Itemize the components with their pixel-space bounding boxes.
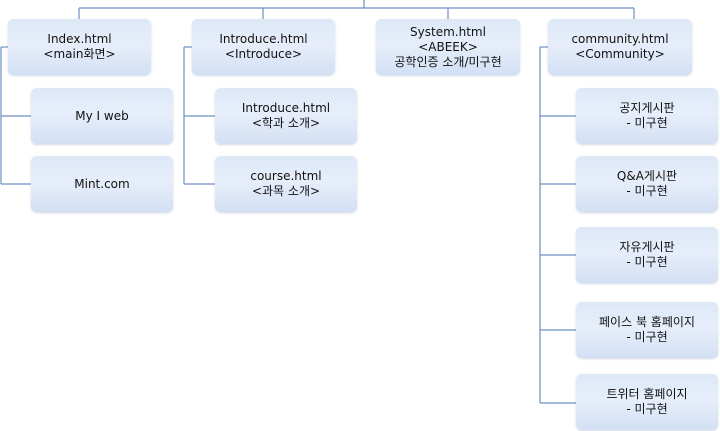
node-twitter-title: 트위터 홈페이지 <box>606 387 688 401</box>
node-qna: Q&A게시판 - 미구현 <box>576 156 718 212</box>
node-free: 자유게시판 - 미구현 <box>576 227 718 283</box>
node-intro-sub: Introduce.html <학과 소개> <box>215 88 357 144</box>
node-facebook-title: 페이스 북 홈페이지 <box>599 315 695 329</box>
node-notice-subtitle: - 미구현 <box>626 116 668 130</box>
node-system: System.html <ABEEK> 공학인증 소개/미구현 <box>376 19 520 75</box>
node-notice: 공지게시판 - 미구현 <box>576 88 718 144</box>
node-introduce: Introduce.html <Introduce> <box>192 19 335 75</box>
node-intro-sub-subtitle: <학과 소개> <box>251 116 321 130</box>
node-facebook-subtitle: - 미구현 <box>626 330 668 344</box>
node-community-title: community.html <box>571 32 669 46</box>
node-system-subtitle: <ABEEK> <box>418 39 478 54</box>
node-introduce-subtitle: <Introduce> <box>224 47 303 61</box>
node-twitter-subtitle: - 미구현 <box>626 402 668 416</box>
node-qna-subtitle: - 미구현 <box>626 184 668 198</box>
node-introduce-title: Introduce.html <box>219 32 308 46</box>
node-twitter: 트위터 홈페이지 - 미구현 <box>576 374 718 430</box>
node-system-description: 공학인증 소개/미구현 <box>394 54 502 69</box>
node-course-title: course.html <box>250 169 322 183</box>
node-community: community.html <Community> <box>548 19 692 75</box>
node-community-subtitle: <Community> <box>575 47 665 61</box>
node-free-title: 자유게시판 <box>619 240 675 254</box>
node-course-subtitle: <과목 소개> <box>251 184 321 198</box>
node-free-subtitle: - 미구현 <box>626 255 668 269</box>
node-mint-title: Mint.com <box>74 176 130 191</box>
node-course: course.html <과목 소개> <box>215 156 357 212</box>
node-facebook: 페이스 북 홈페이지 - 미구현 <box>576 302 718 358</box>
node-index-title: Index.html <box>47 32 112 46</box>
node-index: Index.html <main화면> <box>8 19 151 75</box>
node-system-title: System.html <box>410 24 486 39</box>
node-myiweb-title: My I web <box>75 108 129 123</box>
node-notice-title: 공지게시판 <box>619 101 675 115</box>
node-mint: Mint.com <box>31 156 173 212</box>
node-qna-title: Q&A게시판 <box>616 169 678 183</box>
node-myiweb: My I web <box>31 88 173 144</box>
node-index-subtitle: <main화면> <box>43 47 116 61</box>
node-intro-sub-title: Introduce.html <box>241 101 331 115</box>
